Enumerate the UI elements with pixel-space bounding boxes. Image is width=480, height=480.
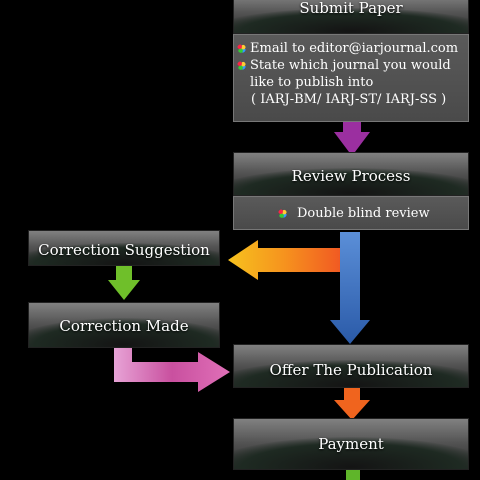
payment-box: Payment xyxy=(233,418,469,470)
submit-item-email-text: Email to editor@iarjournal.com xyxy=(250,41,459,56)
submit-item-journal: State which journal you would like to pu… xyxy=(237,57,462,91)
submit-item-journals-list: ( IARJ-BM/ IARJ-ST/ IARJ-SS ) xyxy=(237,91,462,108)
multicolor-bullet-icon xyxy=(237,44,246,53)
offer-publication-title: Offer The Publication xyxy=(269,361,433,379)
review-item-blind-text: Double blind review xyxy=(297,206,430,221)
arrow-made-to-offer xyxy=(114,348,230,392)
submit-item-journal-text: State which journal you would like to pu… xyxy=(250,58,451,90)
multicolor-bullet-icon xyxy=(237,61,246,70)
submit-paper-title: Submit Paper xyxy=(299,0,403,17)
arrow-review-to-suggestion xyxy=(228,240,340,280)
submit-item-email: Email to editor@iarjournal.com xyxy=(237,40,462,57)
review-item-blind: Double blind review xyxy=(278,205,468,222)
correction-suggestion-title: Correction Suggestion xyxy=(38,241,210,259)
review-process-details: Double blind review xyxy=(233,196,469,230)
arrow-submit-to-review xyxy=(334,118,370,156)
arrow-suggestion-to-made xyxy=(108,266,140,300)
submit-paper-details: Email to editor@iarjournal.com State whi… xyxy=(233,34,469,122)
submit-item-journals-list-text: ( IARJ-BM/ IARJ-ST/ IARJ-SS ) xyxy=(251,92,447,107)
correction-made-box: Correction Made xyxy=(28,302,220,348)
submit-paper-box: Submit Paper xyxy=(233,0,469,34)
correction-made-title: Correction Made xyxy=(59,317,189,335)
arrow-payment-out xyxy=(346,470,360,480)
multicolor-bullet-icon xyxy=(278,209,287,218)
offer-publication-box: Offer The Publication xyxy=(233,344,469,388)
correction-suggestion-box: Correction Suggestion xyxy=(28,230,220,266)
review-process-title: Review Process xyxy=(291,167,411,185)
arrow-offer-to-payment xyxy=(334,388,370,420)
payment-title: Payment xyxy=(318,435,384,453)
review-process-box: Review Process xyxy=(233,152,469,196)
